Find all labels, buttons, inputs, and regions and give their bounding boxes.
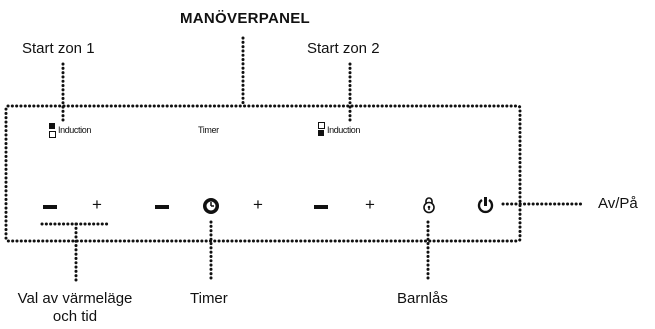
diagram-title: MANÖVERPANEL [180, 10, 310, 27]
zone2-label: Induction [327, 125, 360, 135]
zone-rear-icon [318, 122, 325, 129]
timer-panel-label: Timer [198, 125, 219, 135]
zone-rear-icon [49, 131, 56, 138]
label-on-off: Av/På [598, 195, 638, 212]
label-heat-level-line2: och tid [52, 308, 98, 325]
zone2-minus-button[interactable] [314, 205, 328, 209]
label-heat-level: Val av värmeläge och tid [0, 290, 150, 326]
timer-plus-button[interactable]: + [253, 195, 263, 214]
panel-border [4, 104, 522, 243]
lock-icon[interactable] [422, 196, 436, 214]
zone-front-icon [318, 130, 324, 136]
timer-icon[interactable] [202, 197, 220, 215]
zone1-plus-button[interactable]: + [92, 195, 102, 214]
zone1-label: Induction [58, 125, 91, 135]
zone-front-icon [49, 123, 55, 129]
label-child-lock: Barnlås [397, 290, 448, 307]
zone2-plus-button[interactable]: + [365, 195, 375, 214]
zone1-minus-button[interactable] [43, 205, 57, 209]
label-start-zone-1: Start zon 1 [22, 40, 95, 57]
label-start-zone-2: Start zon 2 [307, 40, 380, 57]
power-icon[interactable] [477, 196, 494, 214]
timer-minus-button[interactable] [155, 205, 169, 209]
label-timer: Timer [190, 290, 228, 307]
label-heat-level-line1: Val av värmeläge [17, 290, 133, 307]
